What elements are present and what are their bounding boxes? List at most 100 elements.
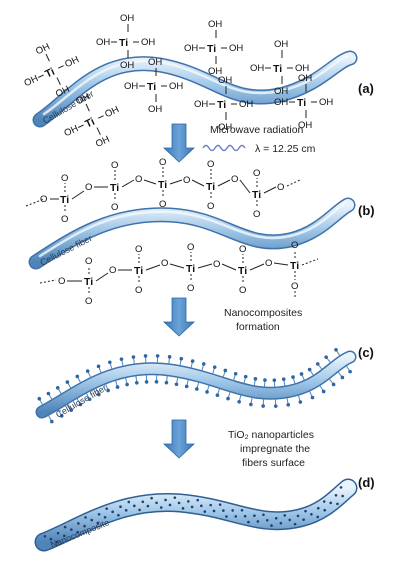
tio2-particle	[155, 501, 158, 505]
tio2-spike-tip	[87, 397, 92, 402]
tio2-particle	[339, 486, 343, 489]
tio2-spike-tip	[215, 393, 220, 398]
svg-text:Ti: Ti	[110, 182, 119, 194]
tio2-particle	[293, 522, 297, 526]
tio2-particle	[62, 534, 66, 538]
tio2-spike-tip	[263, 378, 267, 382]
nanocomposites-label-1: Nanocomposites	[224, 307, 302, 319]
tio2-particle	[127, 500, 131, 504]
tio2-spike-tip	[167, 355, 172, 359]
tio2-particle	[132, 504, 136, 508]
tio2-spike-tip	[154, 380, 159, 384]
tio2-particle	[336, 502, 339, 506]
svg-text:O: O	[61, 214, 68, 225]
tio2-particle	[243, 514, 247, 518]
tio2-label-2: impregnate the	[240, 443, 310, 455]
svg-text:OH: OH	[124, 81, 138, 92]
ti-o-network-upper: O Ti O O O Ti O O O Ti O O O Ti	[25, 157, 301, 225]
svg-text:OH: OH	[229, 43, 243, 54]
tio2-particle	[105, 507, 108, 510]
tio2-particle	[119, 505, 122, 509]
tio2-particle	[302, 518, 305, 521]
tio2-spike-tip	[286, 402, 291, 407]
tio2-particle	[274, 516, 278, 520]
tio2-spike-tip	[55, 386, 60, 390]
wavelength-label: λ = 12.25 cm	[255, 143, 316, 155]
tio2-spike-tip	[261, 404, 265, 408]
svg-text:OH: OH	[218, 75, 232, 86]
panel-label-d: (d)	[358, 475, 375, 490]
svg-text:Ti: Ti	[238, 265, 247, 277]
tio2-spikes	[37, 348, 352, 424]
tio2-spike-tip	[190, 359, 195, 363]
svg-text:Ti: Ti	[119, 37, 128, 49]
panel-b: Cellulose fiber O Ti O O O Ti O O O Ti O	[25, 157, 375, 307]
tio2-spike-tip	[281, 377, 286, 381]
svg-text:OH: OH	[274, 39, 288, 50]
svg-text:OH: OH	[194, 99, 208, 110]
svg-text:Ti: Ti	[60, 194, 69, 206]
tio2-particle	[209, 503, 212, 507]
tio2-spike-tip	[155, 354, 160, 358]
svg-text:OH: OH	[184, 43, 198, 54]
panel-c: Cellulose fiber (c)	[35, 345, 374, 424]
step-arrow-3	[162, 419, 196, 459]
ti-oh-group-a2: OH OH Ti OH OH	[184, 19, 243, 77]
tio2-particle	[56, 531, 60, 535]
tio2-particle	[124, 509, 128, 512]
tio2-spike-tip	[237, 400, 241, 404]
svg-text:OH: OH	[103, 104, 121, 120]
ti-oh-group-a4: OH OH Ti OH OH	[124, 57, 183, 115]
tio2-spike-tip	[212, 365, 217, 369]
svg-text:OH: OH	[319, 97, 333, 108]
tio2-spike-tip	[106, 388, 110, 393]
svg-text:Ti: Ti	[43, 66, 56, 81]
tio2-spike-tip	[97, 392, 101, 397]
tio2-spike-tip	[233, 371, 238, 376]
svg-text:O: O	[61, 173, 68, 184]
svg-text:O: O	[85, 182, 92, 193]
tio2-particle	[96, 521, 100, 525]
tio2-particle	[187, 500, 190, 503]
tio2-particle	[322, 500, 326, 503]
svg-text:Ti: Ti	[273, 63, 282, 75]
tio2-particles	[43, 486, 344, 544]
svg-text:O: O	[109, 265, 116, 276]
tio2-spike-tip	[273, 404, 278, 408]
tio2-particle	[43, 534, 47, 538]
ti-o-network-lower: O Ti O O O Ti O O O Ti O O O Ti	[39, 240, 319, 307]
tio2-spike-tip	[195, 387, 199, 391]
svg-text:O: O	[135, 244, 142, 255]
tio2-spike-tip	[85, 369, 90, 373]
tio2-particle	[164, 498, 167, 502]
svg-text:O: O	[291, 240, 298, 251]
tio2-particle	[203, 510, 207, 513]
svg-text:O: O	[253, 168, 260, 179]
tio2-spike-tip	[321, 389, 326, 394]
svg-text:O: O	[253, 209, 260, 220]
svg-text:O: O	[291, 281, 298, 292]
panel-label-a: (a)	[358, 81, 374, 96]
svg-text:OH: OH	[208, 66, 222, 77]
tio2-spike-tip	[253, 377, 258, 381]
tio2-particle	[177, 501, 181, 505]
tio2-spike-tip	[348, 369, 352, 374]
tio2-spike-tip	[174, 382, 179, 387]
microwave-wave-icon	[202, 144, 246, 152]
step-arrow-2	[162, 297, 196, 337]
tio2-particle	[77, 522, 80, 525]
tio2-spike-tip	[243, 374, 248, 379]
tio2-spike-tip	[143, 354, 148, 358]
tio2-particle	[83, 524, 86, 528]
panel-a: Cellulose fiber OH OH Ti OH OH OH OH Ti …	[23, 13, 374, 150]
svg-text:OH: OH	[298, 73, 312, 84]
tio2-particle	[63, 525, 67, 529]
tio2-spike-tip	[65, 380, 70, 384]
tio2-spike-tip	[134, 380, 139, 385]
svg-text:OH: OH	[34, 41, 52, 57]
tio2-spike-tip	[108, 360, 112, 365]
tio2-spike-tip	[75, 374, 80, 379]
svg-text:O: O	[239, 244, 246, 255]
microwave-label: Microwave radiation	[210, 124, 304, 136]
